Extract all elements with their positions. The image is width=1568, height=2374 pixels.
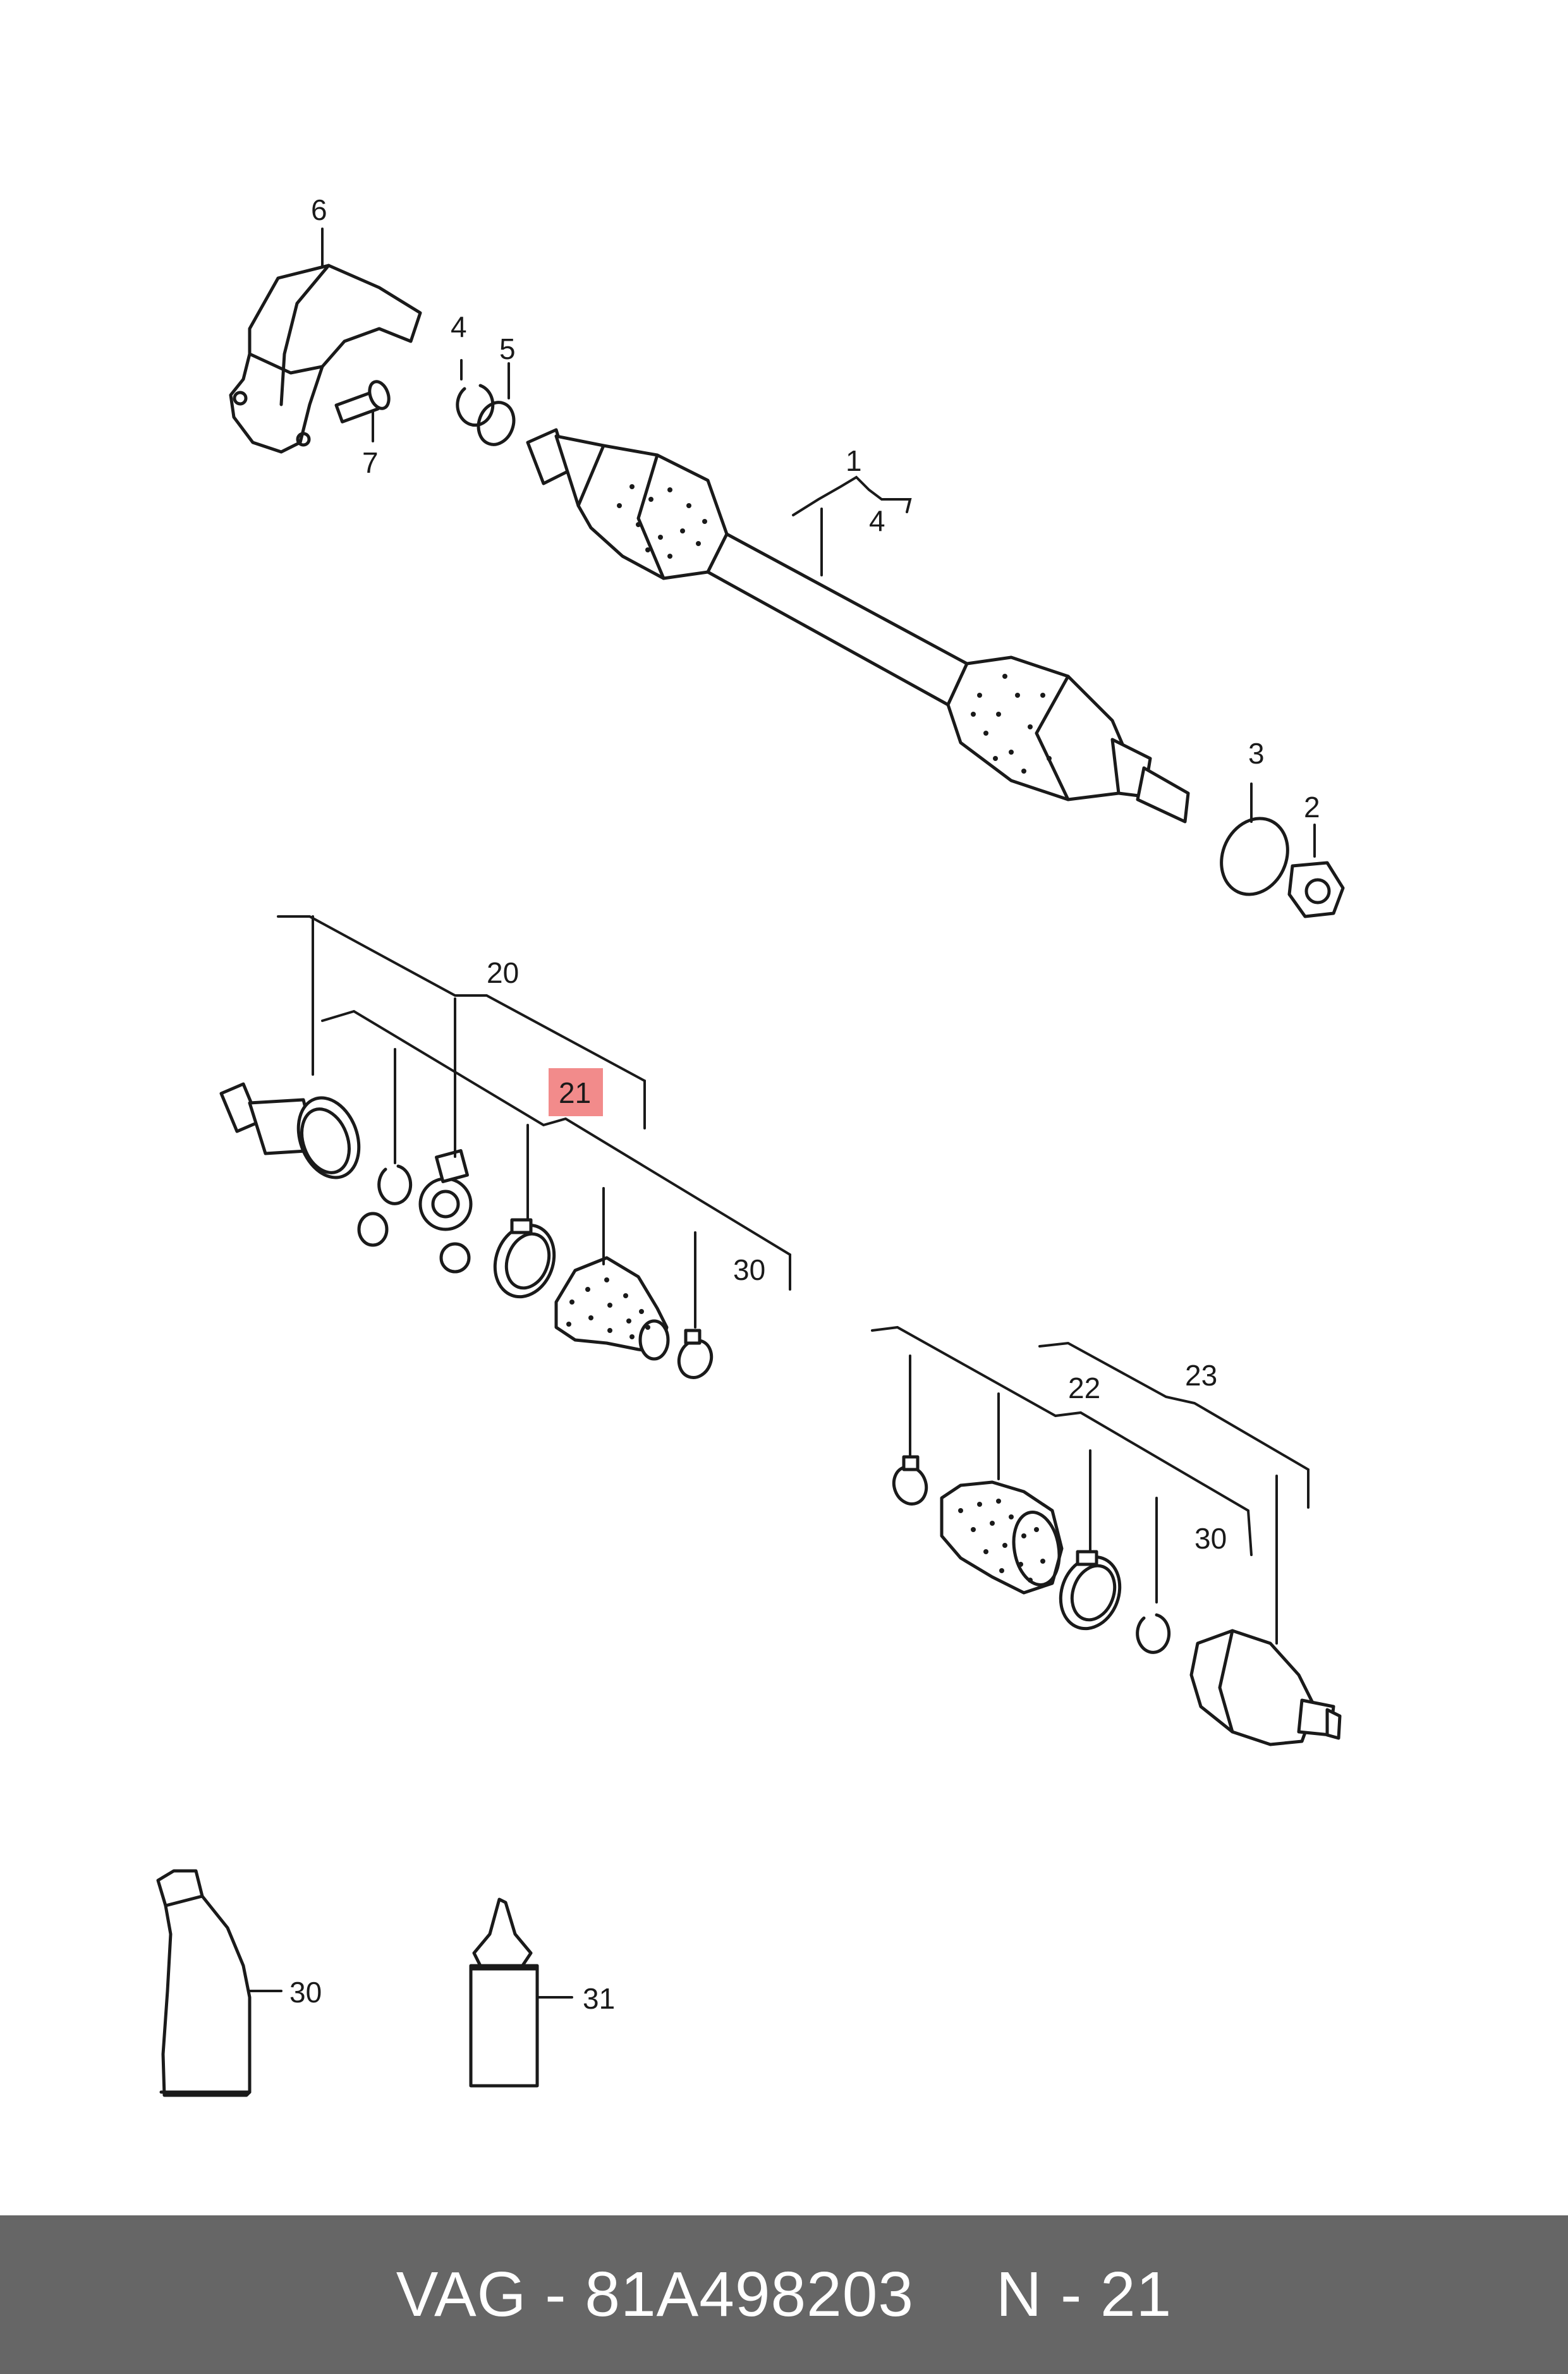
clamp-small-1 [677, 1329, 714, 1379]
bolt-part-7 [334, 380, 391, 423]
footer-position: N - 21 [995, 2259, 1172, 2330]
callout-21-highlight [549, 1068, 603, 1116]
ring-part-5 [477, 401, 516, 446]
callout-5: 5 [499, 332, 516, 365]
boot-outer [940, 1480, 1064, 1595]
clamp-small-2 [892, 1455, 928, 1506]
callout-4-shaft: 4 [869, 504, 885, 537]
inner-joint-housing [219, 1082, 361, 1179]
callout-2: 2 [1304, 791, 1320, 824]
drive-shaft-part-1 [526, 428, 1190, 824]
circlip-group-20 [377, 1164, 413, 1205]
tripod-spider [357, 1149, 473, 1274]
callout-30-group-20: 30 [733, 1253, 765, 1286]
callout-20: 20 [487, 956, 519, 989]
exploded-parts-diagram: 6 7 4 5 1 4 3 2 20 21 30 22 23 30 30 31 [156, 193, 1345, 2097]
heat-shield-part-6 [229, 264, 422, 454]
clamp-large-2 [1059, 1550, 1122, 1631]
callout-4-circlip: 4 [451, 310, 467, 343]
callout-7: 7 [362, 446, 379, 479]
outer-joint [1189, 1629, 1342, 1746]
callout-30-grease: 30 [289, 1976, 322, 2009]
footer-part-number: VAG - 81A498203 [396, 2259, 914, 2330]
sealant-bottle-part-31 [469, 1897, 539, 2088]
circlip-group-22 [1136, 1613, 1171, 1654]
callout-23: 23 [1185, 1359, 1217, 1392]
leader-lines [248, 228, 1316, 1999]
callout-3: 3 [1248, 737, 1265, 770]
callout-21: 21 [559, 1076, 591, 1109]
clamp-large-1 [493, 1218, 556, 1299]
callouts: 6 7 4 5 1 4 3 2 20 21 30 22 23 30 30 31 [289, 193, 1320, 2015]
callout-22: 22 [1068, 1372, 1100, 1404]
footer-bar: VAG - 81A498203 N - 21 [0, 2215, 1568, 2374]
callout-30-group-22: 30 [1194, 1522, 1227, 1555]
ring-part-3 [1220, 817, 1289, 896]
nut-part-2 [1287, 861, 1345, 918]
boot-inner [554, 1256, 670, 1361]
callout-31: 31 [583, 1982, 615, 2015]
grease-tube-part-30 [156, 1869, 252, 2097]
callout-1: 1 [846, 444, 862, 477]
callout-6: 6 [311, 193, 327, 226]
